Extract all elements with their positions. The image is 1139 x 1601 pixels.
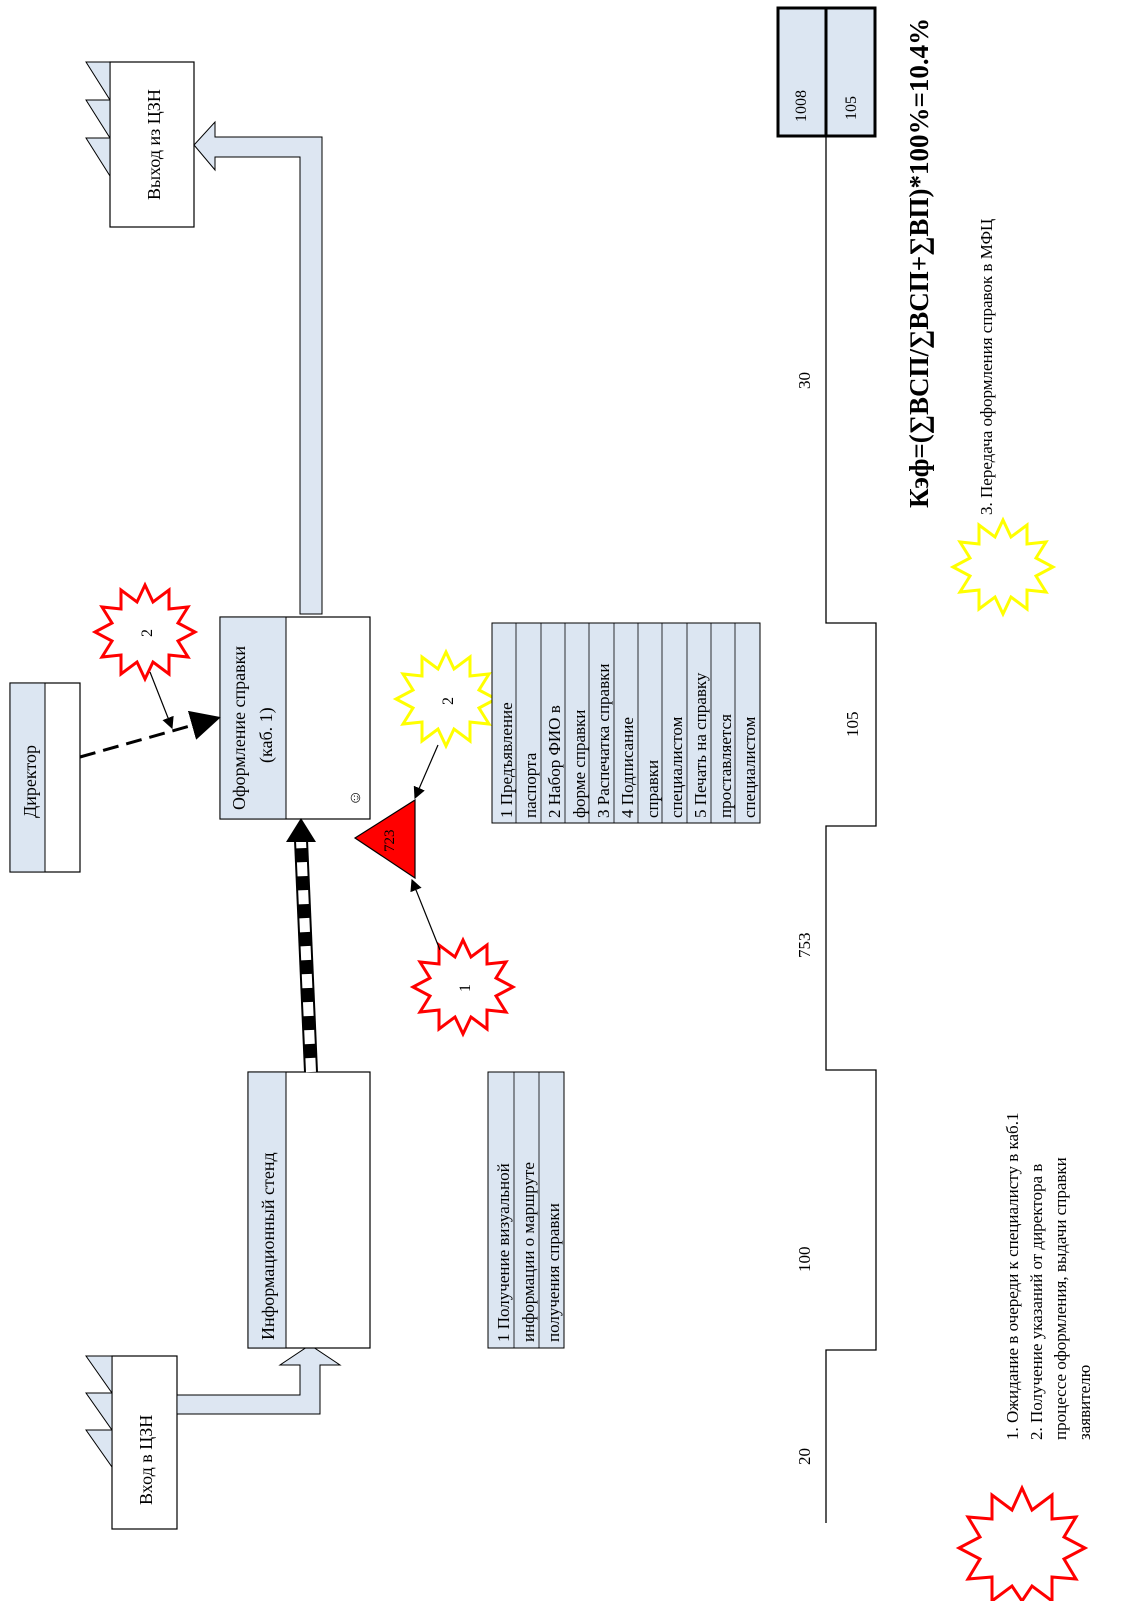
timeline: 20 100 753 105 30 [795,136,877,1523]
push-arrow [286,818,318,1073]
exit-label: Выход из ЦЗН [144,89,164,200]
timeline-time-2: 100 [795,1247,814,1273]
timeline-time-1: 20 [795,1448,814,1465]
red-burst-2-label: 2 [139,629,156,637]
entry-label: Вход в ЦЗН [136,1415,156,1505]
cert-step-10: проставляется [716,714,735,818]
timeline-totals: 1008 105 [776,6,877,138]
certificate-title: Оформление справки [229,646,249,810]
yellow-burst-2: 2 [392,648,500,800]
legend-red-burst [955,1484,1089,1601]
red-burst-1-label: 1 [457,984,474,992]
legend-yellow-item-1: 3. Передача оформления справок в МФЦ [977,219,996,515]
efficiency-formula: Кэф=(∑ВСП/∑ВСП+∑ВП)*100%=10.4% [904,18,934,508]
info-stand-title: Информационный стенд [258,1152,278,1340]
director-label: Директор [20,745,40,818]
red-burst-1: 1 [409,878,517,1038]
timeline-time-4: 105 [843,712,862,738]
inventory-triangle: 723 [353,798,416,880]
info-step-2: информации о маршруте [519,1162,538,1342]
cert-step-11: специалистом [740,716,759,818]
director-info-line [79,710,221,759]
red-burst-2: 2 [91,581,199,730]
legend-yellow-burst [949,516,1057,618]
legend-red-item-3: процессе оформления, выдачи справки [1051,1157,1070,1440]
cert-step-5: 3 Распечатка справки [594,664,613,818]
process-info-stand: Информационный стенд [247,1071,371,1349]
cert-step-9: 5 Печать на справку [691,672,710,818]
cert-step-2: паспорта [521,752,540,818]
legend-red-item-1: 1. Ожидание в очереди к специалисту в ка… [1003,1113,1022,1440]
total-value-time: 105 [843,96,860,120]
certificate-steps: 1 Предъявление паспорта 2 Набор ФИО в фо… [491,622,761,824]
process-certificate: Оформление справки (каб. 1) ☺ [219,616,371,820]
certificate-room: (каб. 1) [256,707,277,763]
timeline-time-3: 753 [795,933,814,959]
cert-step-6: 4 Подписание [618,717,637,818]
cert-step-4: форме справки [570,710,589,818]
legend-red-item-2: 2. Получение указаний от директора в [1027,1164,1046,1440]
yellow-burst-2-label: 2 [440,697,457,705]
info-stand-steps: 1 Получение визуальной информации о марш… [487,1071,565,1349]
exit-customer-icon: Выход из ЦЗН [85,61,195,228]
cert-step-8: специалистом [667,716,686,818]
timeline-time-5: 30 [795,372,814,389]
info-step-3: получения справки [544,1203,563,1342]
inventory-value: 723 [382,830,398,853]
info-step-1: 1 Получение визуальной [494,1163,513,1342]
director-box: Директор [9,682,81,873]
entry-supplier-icon: Вход в ЦЗН [85,1355,178,1530]
cert-step-1: 1 Предъявление [497,702,516,818]
total-lead-time: 1008 [793,90,810,122]
cert-step-7: справки [643,760,662,818]
legend-red-item-4: заявителю [1075,1364,1094,1440]
cert-step-3: 2 Набор ФИО в [545,705,564,818]
operator-icon: ☺ [347,790,364,806]
flow-arrow-entry [176,1344,342,1415]
flow-arrow-exit [193,120,323,615]
